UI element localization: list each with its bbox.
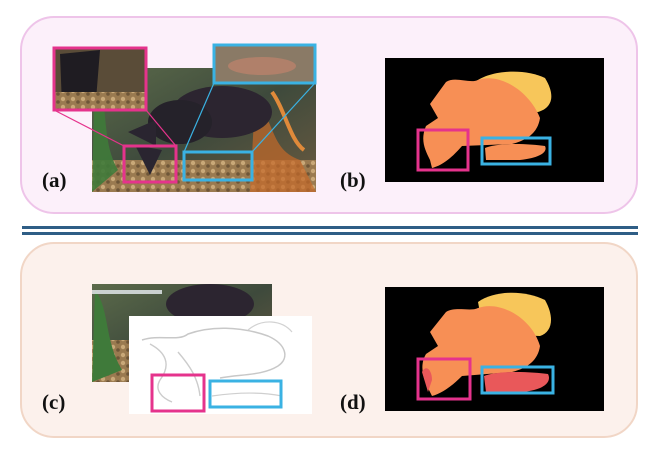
mask-b [385, 58, 604, 182]
label-d: (d) [340, 390, 366, 414]
label-c: (c) [42, 390, 66, 414]
region-box-cyan-a [182, 150, 254, 182]
region-box-magenta-a [122, 144, 178, 184]
zoom-frame-magenta-a [52, 46, 148, 112]
label-b: (b) [340, 168, 366, 192]
zoom-frame-cyan-a [212, 43, 317, 85]
region-box-magenta-b [416, 128, 470, 172]
region-box-magenta-d [416, 357, 472, 401]
region-box-cyan-c [208, 379, 283, 409]
sketch-c [129, 316, 312, 414]
label-a: (a) [42, 168, 67, 192]
region-box-magenta-c [150, 373, 206, 413]
region-box-cyan-d [480, 365, 555, 395]
divider-line-2 [22, 232, 638, 235]
mask-d [385, 287, 604, 411]
photo-a [92, 68, 316, 192]
region-box-cyan-b [480, 136, 552, 166]
divider-line-1 [22, 226, 638, 229]
